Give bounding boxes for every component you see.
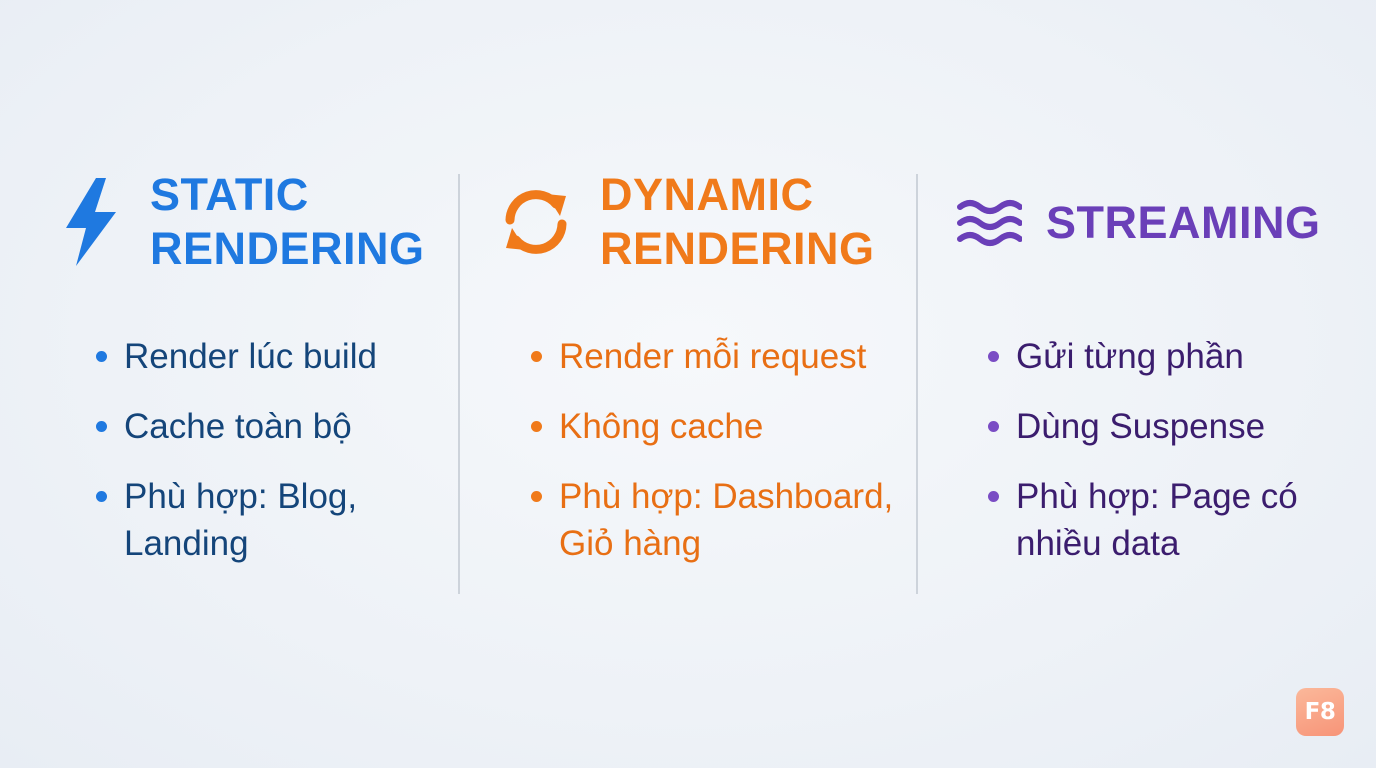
column-divider-2 <box>916 174 918 594</box>
list-item: Cache toàn bộ <box>96 403 377 450</box>
lightning-bolt-icon <box>62 176 120 268</box>
streaming-bullet-list: Gửi từng phần Dùng Suspense Phù hợp: Pag… <box>988 333 1298 590</box>
dynamic-rendering-header: DYNAMIC RENDERING <box>500 168 875 276</box>
dynamic-title-line1: DYNAMIC <box>600 169 814 220</box>
streaming-title-text: STREAMING <box>1046 197 1321 248</box>
list-item: Render mỗi request <box>531 333 893 380</box>
list-item: Phù hợp: Page có nhiều data <box>988 473 1298 567</box>
streaming-header: STREAMING <box>956 196 1321 250</box>
static-title-line1: STATIC <box>150 169 309 220</box>
column-divider-1 <box>458 174 460 594</box>
static-title-line2: RENDERING <box>150 223 425 274</box>
list-item: Render lúc build <box>96 333 377 380</box>
list-item: Phù hợp: Dashboard, Giỏ hàng <box>531 473 893 567</box>
list-item: Dùng Suspense <box>988 403 1298 450</box>
list-item: Không cache <box>531 403 893 450</box>
streaming-title: STREAMING <box>1046 196 1321 250</box>
static-rendering-title: STATIC RENDERING <box>150 168 425 276</box>
dynamic-title-line2: RENDERING <box>600 223 875 274</box>
waves-icon <box>956 197 1022 249</box>
f8-logo: F8 <box>1296 688 1344 736</box>
refresh-cycle-icon <box>500 184 572 260</box>
dynamic-bullet-list: Render mỗi request Không cache Phù hợp: … <box>531 333 893 590</box>
list-item: Gửi từng phần <box>988 333 1298 380</box>
dynamic-rendering-title: DYNAMIC RENDERING <box>600 168 875 276</box>
list-item: Phù hợp: Blog, Landing <box>96 473 377 567</box>
static-rendering-header: STATIC RENDERING <box>62 168 425 276</box>
static-bullet-list: Render lúc build Cache toàn bộ Phù hợp: … <box>96 333 377 590</box>
